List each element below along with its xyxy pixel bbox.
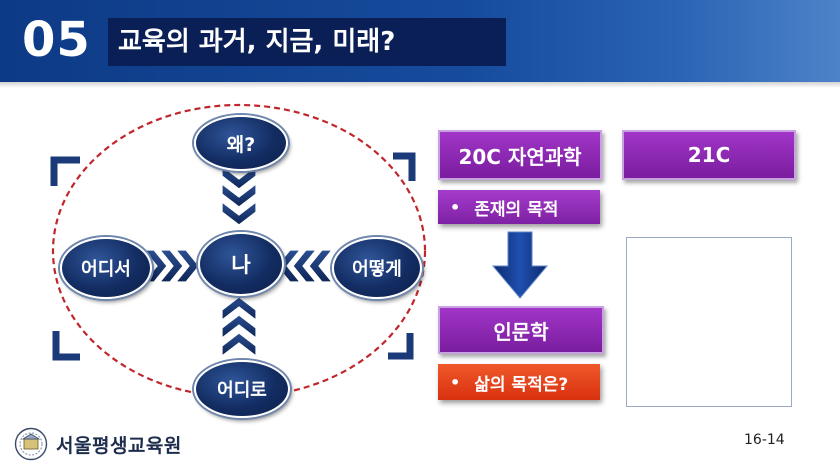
header-bar: 05 교육의 과거, 지금, 미래? (0, 0, 840, 82)
bracket-bottom-right (388, 333, 414, 360)
box-humanities: 인문학 (438, 306, 604, 354)
node-where-to: 어디로 (194, 360, 290, 418)
corner-brackets (50, 152, 416, 361)
bullet-purpose-of-life-label: 삶의 목적은? (474, 374, 569, 395)
slide-number: 05 (22, 12, 91, 68)
box-humanities-label: 인문학 (493, 319, 549, 344)
chevrons-top (221, 164, 257, 226)
box-20c-science: 20C 자연과학 (438, 130, 602, 180)
page-title: 교육의 과거, 지금, 미래? (118, 27, 396, 57)
bullet-purpose-of-existence: • 존재의 목적 (438, 190, 600, 224)
question-image-frame (626, 237, 792, 407)
bracket-top-right (393, 152, 416, 181)
org-name: 서울평생교육원 (56, 434, 182, 457)
node-me-label: 나 (231, 253, 251, 277)
bullet-dot-2: • (450, 372, 461, 392)
node-how-label: 어떻게 (352, 259, 402, 280)
title-box: 교육의 과거, 지금, 미래? (108, 18, 506, 66)
bracket-bottom-left (52, 331, 80, 361)
node-where-from-label: 어디서 (81, 259, 131, 280)
footer-logo: 서울평생교육원 (14, 427, 182, 461)
down-arrow (491, 231, 549, 299)
node-where-from: 어디서 (60, 237, 152, 299)
node-where-to-label: 어디로 (217, 380, 267, 401)
chevrons-bottom (221, 296, 257, 358)
node-me: 나 (198, 232, 284, 296)
chevrons-left (142, 249, 200, 283)
box-21c-label: 21C (687, 143, 731, 167)
bullet-purpose-of-existence-label: 존재의 목적 (474, 199, 559, 220)
node-how: 어떻게 (332, 237, 422, 299)
header-shadow (0, 82, 840, 88)
chevrons-right (276, 249, 334, 283)
node-why-label: 왜? (226, 133, 256, 156)
bullet-purpose-of-life: • 삶의 목적은? (438, 364, 600, 400)
page-number: 16-14 (744, 432, 785, 448)
bullet-dot: • (450, 197, 461, 217)
emblem-icon (14, 427, 48, 461)
bracket-top-left (50, 156, 80, 186)
box-21c: 21C (622, 130, 796, 180)
box-20c-science-label: 20C 자연과학 (458, 144, 582, 169)
node-why: 왜? (194, 115, 288, 171)
